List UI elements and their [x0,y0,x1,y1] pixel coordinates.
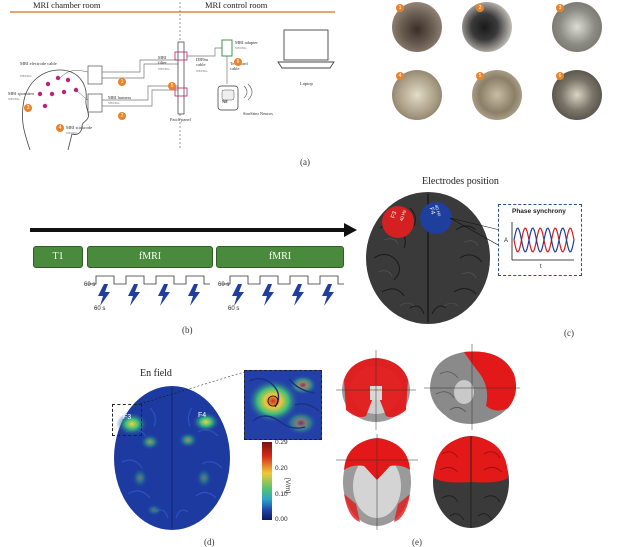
block-t1: T1 [33,246,83,268]
efield-brain [114,386,230,530]
electrode-cable-label: MRI electrode cable [20,61,57,66]
block-fmri-2: fMRI [216,246,344,268]
chamber-room-title: MRI chamber room [33,0,101,10]
db9-cable-label: DB9m cable [196,57,209,67]
brain-3d-view [433,436,509,528]
colorbar-tick-3: 0.10 [275,491,288,498]
electrode-cable-code: NE036a [20,74,32,78]
colorbar-tick-2: 0.20 [275,465,288,472]
sponstim-label: MRI sponstim [8,91,34,96]
starstim-label: StarStim Neuros [243,111,273,116]
inset-y-label: A [504,238,509,244]
zoom-region [112,404,142,436]
inset-x-label: t [540,264,542,270]
colorbar [262,442,272,520]
block-fmri-1: fMRI [87,246,213,268]
photo-badge-4: 4 [396,72,404,80]
setup-diagram [10,2,335,151]
stickrode-code: NE036a [66,131,78,135]
electrodes-title: Electrodes position [422,176,499,187]
duration-label-2: 60 s [94,306,106,312]
filter-code: NE036a [158,67,170,71]
badge-5: 5 [168,82,176,90]
coronal-slice [336,350,416,430]
photo-badge-5: 5 [476,72,484,80]
colorbar-tick-max: 0.29 [275,439,288,446]
badge-1: 1 [118,78,126,86]
efield-zoom-image [247,375,320,435]
badge-4: 4 [56,124,64,132]
n8-label: N8 [222,99,228,104]
harness-label: MRI harness [108,95,132,100]
efield-f4-label: F4 [198,412,207,419]
photo-badge-6: 6 [556,72,564,80]
efield-f3-label: F3 [123,414,132,421]
adapter-code: NE036a [235,46,247,50]
badge-2: 2 [118,112,126,120]
harness-code: NE036a [108,101,120,105]
duration-label-3: 60 s [218,282,230,288]
colorbar-unit: [V/m] [284,478,291,494]
badge-3: 3 [24,104,32,112]
sponstim-code: NE036a [8,97,20,101]
sagittal-view [424,344,520,430]
efield-title: En field [140,368,172,379]
duration-label-1: 60 s [84,282,96,288]
stim-blocks [88,275,344,306]
panel-e-label: (e) [412,537,422,547]
panel-c-label: (c) [564,328,574,338]
db9-cable-code: NE036a [196,69,208,73]
filter-label: MRI filter [158,55,167,65]
head-outline [22,69,89,151]
badge-6: 6 [234,58,242,66]
colorbar-tick-min: 0.00 [275,516,288,523]
photo-badge-2: 2 [476,4,484,12]
panel-a-label: (a) [300,157,310,167]
photo-badge-1: 1 [396,4,404,12]
phase-synchrony-title: Phase synchrony [512,208,566,215]
control-room-title: MRI control room [205,0,268,10]
duration-label-4: 60 s [228,306,240,312]
timeline-arrow [30,223,357,237]
sine-waves [511,222,575,261]
stickrode-label: MRI stickrode [66,125,93,130]
laptop-label: Laptop [300,81,313,86]
axial-slice [336,434,418,530]
panel-b-label: (b) [182,325,193,335]
patch-panel-label: Patch panel [170,117,191,122]
photo-badge-3: 3 [556,4,564,12]
zoom-connectors [140,371,245,405]
brain-top-view [366,192,500,324]
adapter-label: MRI adapter [235,40,258,45]
photo-sponstim [462,2,512,52]
efield-zoom-inset [244,370,322,440]
panel-d-label: (d) [204,537,215,547]
